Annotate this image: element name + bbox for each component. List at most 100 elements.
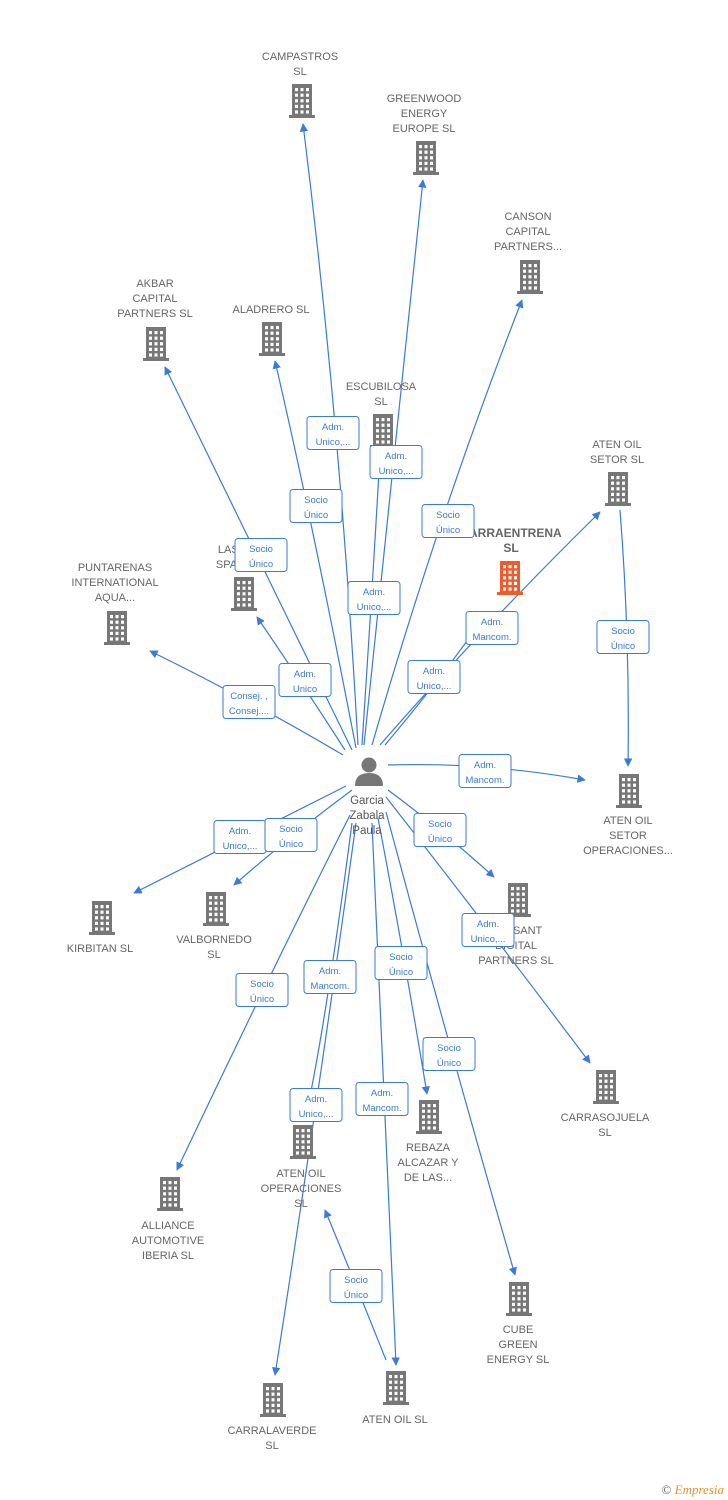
relation-label-campastros[interactable]: Adm.Unico,... — [306, 416, 360, 450]
company-name[interactable]: ALLIANCE — [141, 1220, 194, 1232]
person-name[interactable]: Garcia — [350, 795, 384, 807]
company-name[interactable]: SL — [265, 1440, 278, 1452]
company-name[interactable]: ENERGY SL — [487, 1354, 550, 1366]
company-name[interactable]: PARTNERS SL — [117, 308, 192, 320]
company-name[interactable]: CAPITAL — [505, 226, 550, 238]
company-node-valbornedo[interactable]: VALBORNEDO SL — [176, 892, 252, 961]
company-name[interactable]: CAMPASTROS — [262, 51, 338, 63]
company-name[interactable]: SL — [293, 66, 306, 78]
company-node-aten-oil-setor-op[interactable]: ATEN OILSETOROPERACIONES... — [583, 774, 673, 857]
company-node-carralaverde[interactable]: CARRALAVERDE SL — [227, 1383, 317, 1452]
relation-box[interactable] — [374, 946, 428, 980]
company-name[interactable]: INTERNATIONAL — [71, 577, 158, 589]
company-name[interactable]: AQUA... — [95, 592, 135, 604]
relation-box[interactable] — [458, 754, 512, 788]
relation-label-aten-oil-op[interactable]: Adm.Unico,... — [289, 1088, 343, 1122]
company-node-kirbitan[interactable]: KIRBITAN SL — [67, 901, 133, 955]
company-name[interactable]: CUBE — [503, 1324, 534, 1336]
company-name[interactable]: CARRALAVERDE — [227, 1425, 316, 1437]
company-name[interactable]: SL — [598, 1127, 611, 1139]
relation-box[interactable] — [413, 813, 467, 847]
company-node-campastros[interactable]: CAMPASTROS SL — [262, 51, 338, 118]
company-name[interactable]: KIRBITAN SL — [67, 943, 133, 955]
relation-box[interactable] — [461, 913, 515, 947]
company-name[interactable]: ATEN OIL — [276, 1168, 325, 1180]
company-node-cube[interactable]: CUBE GREEN ENERGY SL — [487, 1282, 550, 1366]
company-node-canson[interactable]: CANSONCAPITALPARTNERS... — [494, 211, 562, 294]
company-node-aladrero[interactable]: ALADRERO SL — [232, 304, 310, 356]
relation-box[interactable] — [465, 611, 519, 645]
company-name[interactable]: SETOR — [609, 830, 647, 842]
relation-box[interactable] — [407, 660, 461, 694]
company-name[interactable]: ALCAZAR Y — [398, 1157, 460, 1169]
relation-box[interactable] — [306, 416, 360, 450]
relation-box[interactable] — [422, 1037, 476, 1071]
company-name[interactable]: OPERACIONES — [261, 1183, 342, 1195]
company-node-puntarenas[interactable]: PUNTARENAS INTERNATIONAL AQUA... — [71, 562, 159, 645]
relation-box[interactable] — [289, 1088, 343, 1122]
company-name[interactable]: AUTOMOTIVE — [132, 1235, 205, 1247]
relation-box[interactable] — [355, 1082, 409, 1116]
company-name[interactable]: ESCUBILOSA — [346, 381, 417, 393]
person-name[interactable]: Zabala — [349, 810, 385, 822]
relation-box[interactable] — [347, 581, 401, 615]
relation-label-carralaverde[interactable]: Adm.Mancom. — [303, 960, 357, 994]
company-name[interactable]: SL — [207, 949, 220, 961]
company-name[interactable]: GREENWOOD — [387, 93, 462, 105]
relation-box[interactable] — [278, 663, 332, 697]
relation-box[interactable] — [421, 504, 475, 538]
relation-box[interactable] — [596, 620, 650, 654]
relation-label-aten-oil[interactable]: Adm.Mancom. — [355, 1082, 409, 1116]
company-name[interactable]: ATEN OIL SL — [362, 1414, 427, 1426]
relation-label-aten-oil-setor[interactable]: Adm.Unico,... — [407, 660, 461, 694]
company-name[interactable]: ATEN OIL — [603, 815, 652, 827]
relation-label-kirbitan[interactable]: Adm.Unico,... — [213, 820, 267, 854]
company-node-aten-oil-op[interactable]: ATEN OIL OPERACIONES SL — [261, 1125, 342, 1210]
company-name[interactable]: CARRAENTRENA — [460, 526, 562, 540]
relation-box[interactable] — [222, 685, 276, 719]
company-name[interactable]: CARRASOJUELA — [561, 1112, 650, 1124]
company-name[interactable]: ENERGY — [401, 108, 448, 120]
company-name[interactable]: IBERIA SL — [142, 1250, 194, 1262]
relation-box[interactable] — [303, 960, 357, 994]
company-node-aten-oil[interactable]: ATEN OIL SL — [362, 1371, 428, 1426]
relation-box[interactable] — [329, 1269, 383, 1303]
company-name[interactable]: SL — [503, 541, 518, 555]
person-name[interactable]: Paula — [352, 825, 382, 837]
company-name[interactable]: REBAZA — [406, 1142, 451, 1154]
company-name[interactable]: AKBAR — [136, 278, 173, 290]
relation-box[interactable] — [369, 445, 423, 479]
company-name[interactable]: GREEN — [498, 1339, 537, 1351]
relation-box[interactable] — [234, 538, 288, 572]
company-name[interactable]: CANSON — [504, 211, 551, 223]
company-name[interactable]: SETOR SL — [590, 454, 644, 466]
company-name[interactable]: ALADRERO SL — [232, 304, 309, 316]
company-name[interactable]: VALBORNEDO — [176, 934, 252, 946]
company-name[interactable]: DE LAS... — [404, 1172, 452, 1184]
company-name[interactable]: SL — [294, 1198, 307, 1210]
relation-box[interactable] — [235, 973, 289, 1007]
company-node-alliance[interactable]: ALLIANCE AUTOMOTIVE IBERIA SL — [132, 1177, 205, 1262]
relation-label-aten-oil-setor-op[interactable]: Adm.Mancom. — [458, 754, 512, 788]
company-name[interactable]: PUNTARENAS — [78, 562, 152, 574]
company-node-carrasojuela[interactable]: CARRASOJUELA SL — [561, 1070, 650, 1139]
relation-box[interactable] — [264, 818, 318, 852]
relation-label-lasp-spain[interactable]: Adm.Unico — [278, 663, 332, 697]
relation-label-escubilosa[interactable]: Adm.Unico,... — [347, 581, 401, 615]
relation-label-greenwood[interactable]: Adm.Unico,... — [369, 445, 423, 479]
